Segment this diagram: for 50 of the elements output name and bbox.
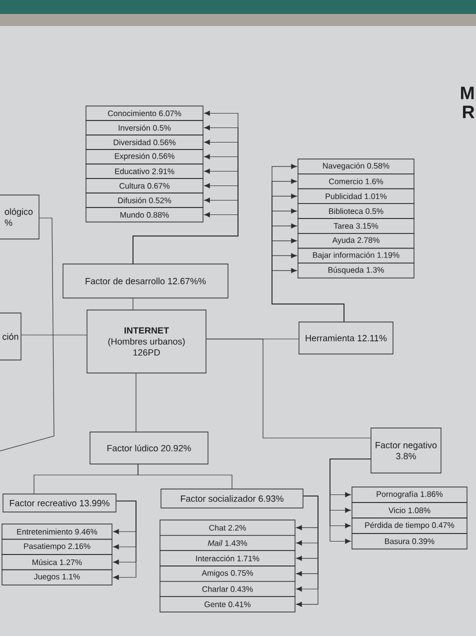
item-box: Mail 1.43% (160, 534, 296, 551)
item-box: Educativo 2.91% (86, 164, 204, 179)
item-box: Cultura 0.67% (86, 178, 204, 194)
item-box: Vicio 1.08% (352, 502, 468, 518)
item-box: Navegación 0.58% (298, 158, 414, 174)
item-box: Inversión 0.5% (86, 120, 204, 136)
category-box: Factor lúdico 20.92% (90, 432, 208, 464)
item-box: Bajar información 1.19% (298, 248, 414, 264)
connector-line (0, 218, 54, 452)
arrow (272, 268, 344, 322)
item-box: Entretenimiento 9.46% (2, 524, 112, 540)
heading-letter: R (463, 106, 474, 118)
central-box: INTERNET (Hombres urbanos) 126PD (86, 310, 206, 374)
item-box: Pasatiempo 2.16% (2, 538, 112, 555)
item-box: Ayuda 2.78% (298, 233, 414, 249)
item-box: Comercio 1.6% (298, 174, 414, 190)
item-box: Conocimiento 6.07% (86, 106, 204, 121)
item-box: Amigos 0.75% (160, 566, 296, 582)
item-box: Búsqueda 1.3% (298, 262, 414, 278)
connector-line (206, 338, 371, 438)
arrow (330, 458, 371, 544)
item-box: Juegos 1.1% (2, 569, 112, 586)
heading-letter: M (461, 86, 474, 100)
item-box: Chat 2.2% (160, 520, 296, 536)
connector-line (34, 464, 138, 494)
item-box: Pérdida de tiempo 0.47% (352, 518, 468, 534)
item-box: Pornografía 1.86% (352, 486, 468, 503)
category-box: Herramienta 12.11% (298, 322, 394, 354)
category-box: Factor negativo 3.8% (370, 428, 442, 474)
connector-line (20, 334, 87, 336)
cropped-box: ológico % (0, 194, 40, 240)
connector-line (132, 298, 134, 310)
item-box: Interacción 1.71% (160, 550, 296, 566)
cropped-box: ción (0, 312, 22, 360)
category-box: Factor recreativo 13.99% (2, 494, 116, 512)
item-box: Diversidad 0.56% (86, 134, 204, 150)
item-box: Publicidad 1.01% (298, 188, 414, 204)
item-box: Tarea 3.15% (298, 218, 414, 234)
item-box: Música 1.27% (2, 554, 112, 570)
item-box: Gente 0.41% (160, 596, 296, 612)
item-box: Biblioteca 0.5% (298, 203, 414, 219)
arrow (132, 212, 238, 264)
item-box: Expresión 0.56% (86, 149, 204, 164)
category-box: Factor de desarrollo 12.67%% (62, 264, 228, 298)
item-box: Charlar 0.43% (160, 580, 296, 597)
item-box: Difusión 0.52% (86, 192, 204, 208)
category-box: Factor socializador 6.93% (160, 488, 304, 508)
arrow (113, 500, 136, 580)
item-box: Basura 0.39% (352, 533, 468, 550)
item-box: Mundo 0.88% (86, 207, 204, 222)
